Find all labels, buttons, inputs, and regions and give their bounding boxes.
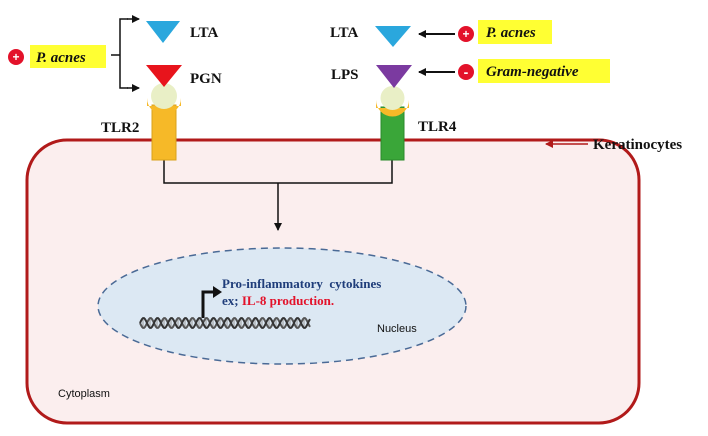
- dna-strand: [139, 317, 311, 329]
- plus-sign-left-text: +: [12, 50, 19, 64]
- pacnes-right-label: P. acnes: [486, 25, 536, 41]
- transcription-arrow-icon: [201, 290, 214, 318]
- lps-label: LPS: [331, 67, 359, 83]
- plus-sign-left-icon: [8, 49, 24, 65]
- output-line1: Pro-inflammatory cytokines: [222, 276, 381, 291]
- minus-sign-icon: [458, 64, 474, 80]
- pgn-icon: [146, 65, 182, 87]
- tlr2-label: TLR2: [101, 120, 139, 136]
- nucleus-label: Nucleus: [377, 323, 417, 335]
- left-bracket: [111, 18, 128, 89]
- pacnes-left-label: P. acnes: [36, 50, 86, 66]
- pgn-label: PGN: [190, 71, 222, 87]
- minus-sign-text: -: [464, 64, 469, 80]
- plus-sign-right-text: +: [462, 27, 469, 41]
- keratinocytes-label: Keratinocytes: [593, 137, 682, 153]
- nucleus: [97, 247, 467, 365]
- transcription-arrowhead: [213, 286, 222, 298]
- cytoplasm-label: Cytoplasm: [58, 388, 110, 400]
- lta-right-icon: [375, 26, 411, 47]
- tlr4-receptor: [376, 86, 409, 161]
- tlr4-label: TLR4: [418, 119, 457, 135]
- dna-helix-icon: [139, 317, 311, 329]
- output-line2: ex; IL-8 production.: [222, 293, 334, 308]
- gramneg-box: [478, 59, 610, 83]
- pacnes-left-box: [30, 45, 106, 68]
- output-highlight: IL-8 production.: [242, 293, 334, 308]
- lta-left-icon: [146, 21, 180, 43]
- output-prefix: ex;: [222, 293, 242, 308]
- plus-sign-right-icon: [458, 26, 474, 42]
- lta-left-label: LTA: [190, 25, 219, 41]
- pacnes-right-box: [478, 20, 552, 44]
- lta-right-label: LTA: [330, 25, 359, 41]
- lps-icon: [376, 65, 412, 88]
- gramneg-label: Gram-negative: [486, 64, 579, 80]
- tlr2-receptor: [147, 83, 181, 161]
